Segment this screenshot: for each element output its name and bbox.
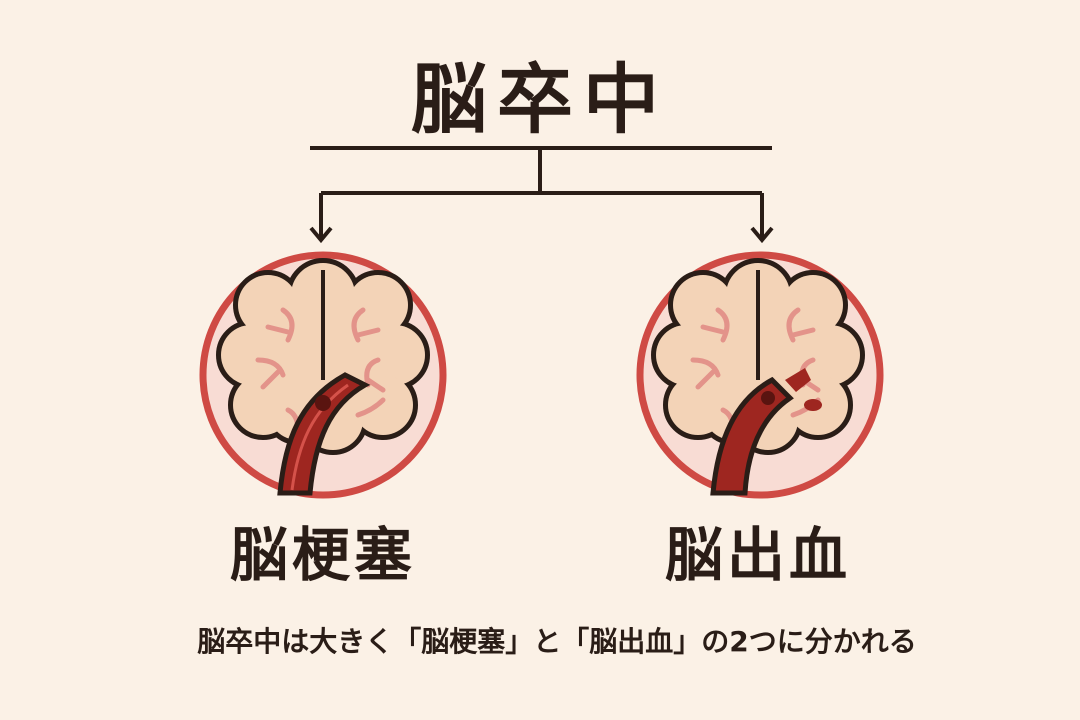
arrow-down-icon	[309, 226, 333, 244]
category-label-infarction: 脳梗塞	[229, 521, 417, 589]
arrow-down-icon	[750, 226, 774, 244]
category-label-hemorrhage: 脳出血	[664, 521, 852, 589]
caption: 脳卒中は大きく「脳梗塞」と「脳出血」の2つに分かれる	[197, 625, 917, 658]
connector-lines	[309, 146, 774, 244]
page-title: 脳卒中	[411, 55, 669, 144]
hemorrhagic-stroke-illustration	[636, 251, 884, 499]
ischemic-stroke-illustration	[199, 251, 447, 499]
